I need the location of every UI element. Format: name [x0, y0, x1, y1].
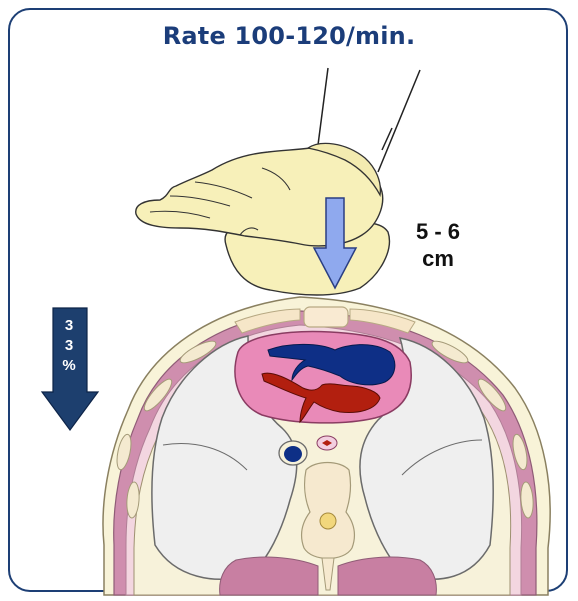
depth-value: 5 - 6: [398, 218, 478, 245]
page-title: Rate 100-120/min.: [0, 22, 578, 50]
descending-aorta-lumen: [284, 446, 302, 462]
spinal-cord: [320, 513, 336, 529]
recoil-char: 3: [57, 316, 81, 336]
compression-depth-label: 5 - 6 cm: [398, 218, 478, 272]
vertebra: [302, 463, 355, 559]
chest-cross-section: [103, 297, 550, 595]
back-muscle-right: [338, 557, 436, 595]
back-muscle-left: [220, 557, 318, 595]
sternum: [304, 307, 348, 327]
arm-outline: [378, 70, 420, 172]
arm-outline: [318, 68, 328, 145]
arm-outline: [382, 128, 392, 150]
gloved-hands-icon: [136, 68, 420, 295]
recoil-percent-label: 3 3 %: [57, 316, 81, 376]
recoil-char: %: [57, 356, 81, 376]
depth-unit: cm: [398, 245, 478, 272]
recoil-char: 3: [57, 336, 81, 356]
